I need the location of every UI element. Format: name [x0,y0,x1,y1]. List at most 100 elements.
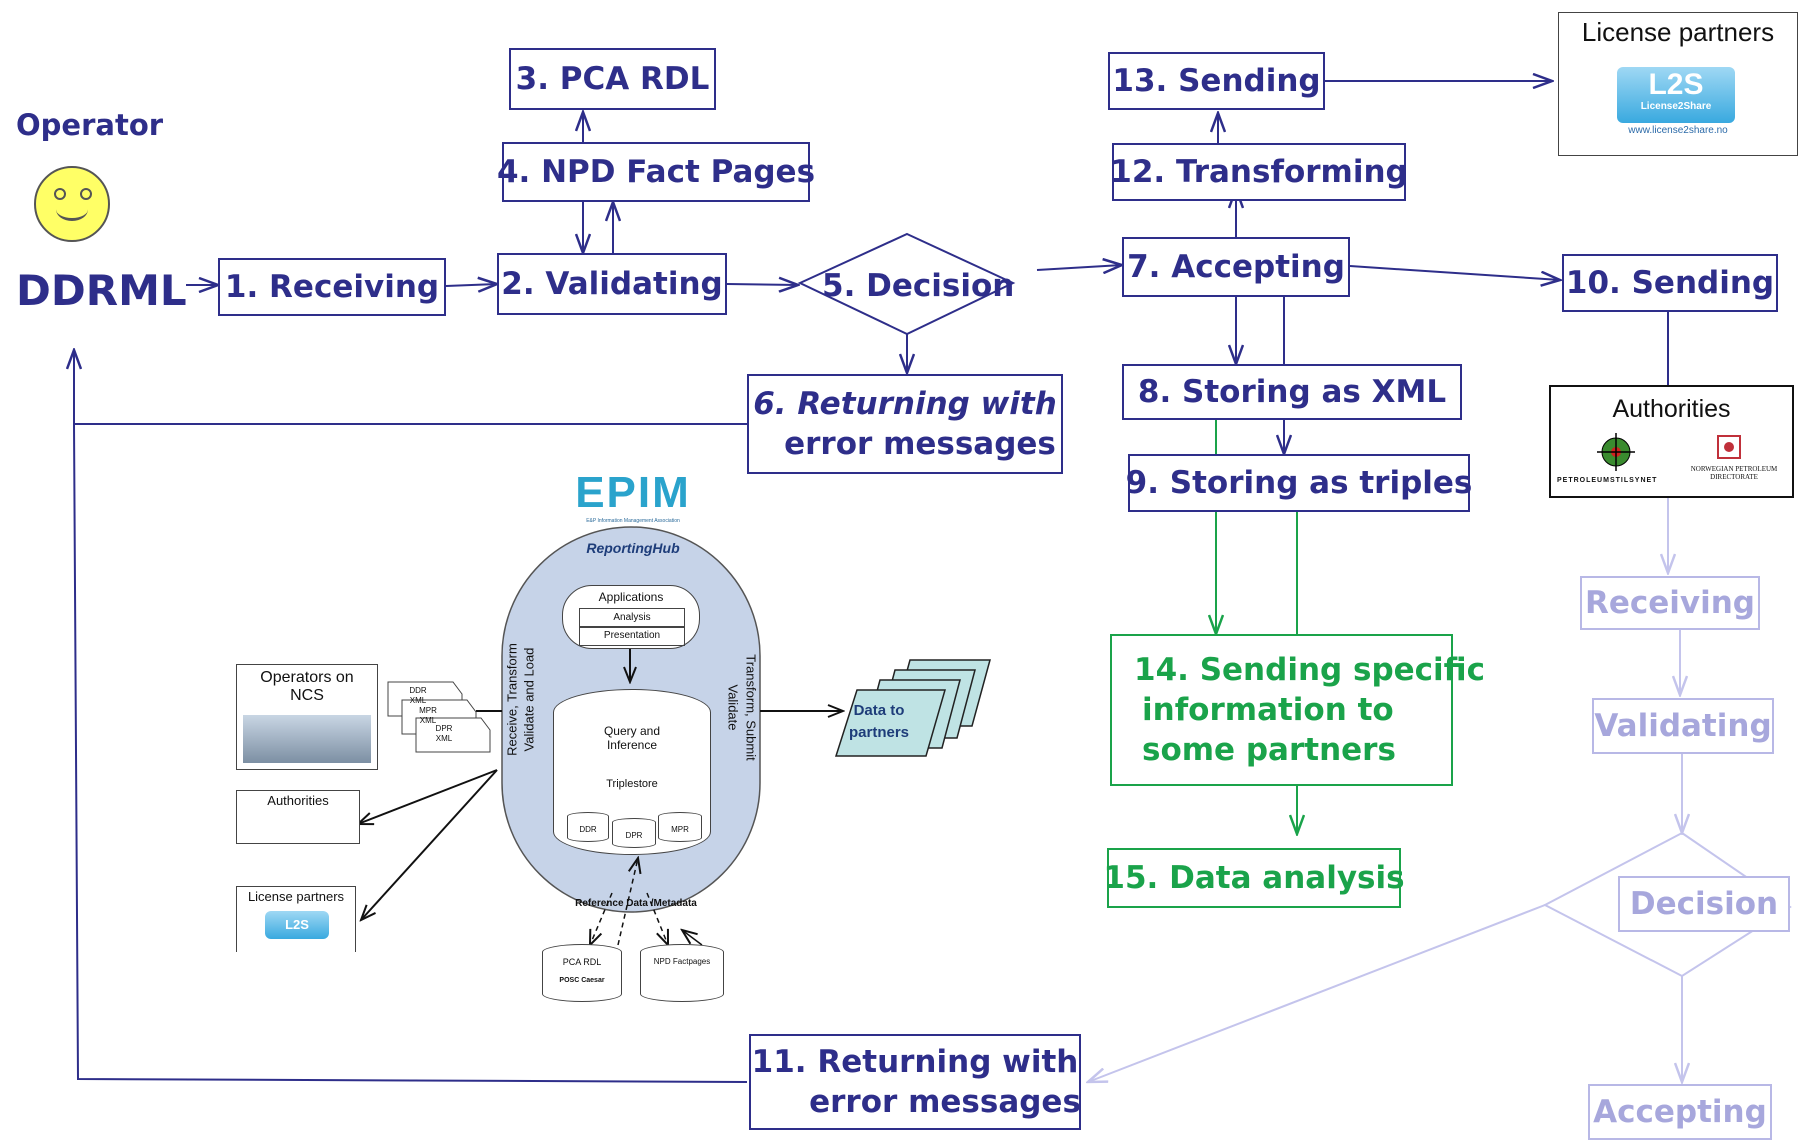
operators-ncs-line1: Operators on [260,669,354,686]
node-sending-specific-line2: information to [1142,691,1394,728]
authorities-title: Authorities [1612,395,1731,423]
doc-ddr-line1: DDR [409,686,427,695]
node-sending-specific: 14. Sending specific information to some… [1110,634,1485,786]
hub-l2s-logo-text: L2S [285,917,309,932]
dpr-store-label: DPR [625,831,643,840]
analysis-box: Analysis [579,608,685,628]
node-sending-specific-line3: some partners [1142,732,1396,769]
faded-accepting: Accepting [1588,1084,1772,1140]
license-partners-url: www.license2share.no [1628,125,1728,136]
edge-accepting-to-sending10 [1349,265,1560,280]
reference-data-label: Reference Data /Metadata [575,898,697,909]
query-inference-line2: Inference [606,738,658,752]
hub-right-vertical-2: Validate [725,684,741,731]
decision-diamond [797,232,1016,336]
presentation-box: Presentation [579,626,685,646]
hub-arrow-ref4 [682,930,703,946]
license2share-logo-sub: License2Share [1640,101,1712,112]
posc-caesar-logo: POSC Caesar [559,977,605,984]
authorities-right-logo: NORWEGIAN PETROLEUM DIRECTORATE [1690,465,1778,481]
node-accepting: 7. Accepting [1122,237,1350,297]
license2share-logo-icon: L2S License2Share [1617,67,1735,123]
edge-decision-to-returning11 [1088,904,1546,1082]
data-to-partners-line1: Data to [853,702,905,719]
authorities-panel: Authorities PETROLEUMSTILSYNET NORWEGIAN… [1549,385,1794,498]
mpr-store-label: MPR [671,825,689,834]
node-receiving: 1. Receiving [218,258,446,316]
hub-arrow-ref1 [590,892,613,945]
authorities-logos [1597,433,1741,471]
pca-rdl-cylinder: PCA RDL POSC Caesar [542,944,622,1002]
oil-platforms-image [243,715,371,763]
node-npd-fact-pages: 4. NPD Fact Pages [497,142,815,202]
edge-returning11-to-ddrml [73,423,748,1083]
data-to-partners-line2: partners [848,724,910,741]
node-storing-triples: 9. Storing as triples [1126,454,1472,512]
reporting-hub-label: ReportingHub [586,540,680,556]
hub-arrow-to-license [361,769,498,920]
authorities-left-logo: PETROLEUMSTILSYNET [1557,477,1658,484]
epim-logo: EPIM [575,468,691,517]
edge-returning-to-ddrml [74,350,747,425]
node-sending-specific-line1: 14. Sending specific [1134,651,1486,688]
npd-factpages-cylinder: NPD Factpages [640,944,724,1002]
edge-receiving-to-validating [445,284,497,286]
operator-label: Operator [16,108,164,142]
node-returning-errors-11-line1: 11. Returning with [751,1043,1079,1080]
license-partners-panel: License partners L2S License2Share www.l… [1558,12,1798,156]
edge-validating-to-decision [726,284,798,285]
hub-left-vertical-1: Receive, Transform [504,643,520,756]
faded-decision: Decision [1618,876,1790,932]
query-inference-line1: Query and [603,724,661,738]
node-returning-errors-line1: 6. Returning with [753,385,1057,422]
hub-l2s-logo-icon: L2S [265,911,329,939]
node-returning-errors: 6. Returning with error messages [747,374,1063,474]
operators-ncs-line2: NCS [290,687,324,704]
epim-subtitle: E&P Information Management Association [586,518,680,524]
license-partners-title: License partners [1581,17,1775,47]
hub-authorities-box: Authorities [236,790,360,844]
doc-ddr-line2: XML [409,696,427,705]
node-storing-xml: 8. Storing as XML [1122,364,1462,420]
faded-validating: Validating [1592,698,1774,754]
node-sending-13: 13. Sending [1108,52,1325,110]
node-transforming: 12. Transforming [1110,143,1408,201]
dpr-store: DPR [612,818,656,848]
operators-ncs-box: Operators on NCS [236,664,378,770]
hub-left-vertical-2: Validate and Load [521,647,537,752]
hub-arrow-to-authorities [358,769,498,824]
triplestore-label: Triplestore [606,778,658,790]
mpr-store: MPR [658,812,702,842]
npd-factpages-cylinder-label: NPD Factpages [653,957,711,966]
faded-receiving: Receiving [1580,576,1760,630]
node-returning-errors-line2: error messages [784,426,1056,462]
edge-decision-to-accepting [1036,265,1122,270]
pca-rdl-cylinder-label: PCA RDL [562,957,602,967]
node-data-analysis: 15. Data analysis [1103,848,1405,908]
doc-dpr-line2: XML [435,734,453,743]
doc-sheet-dpr [415,717,491,753]
hub-arrow-ref2 [646,892,668,945]
ddr-store: DDR [567,812,609,842]
partners-sheet-0 [834,689,946,757]
hub-license-partners-box: License partners L2S [236,886,356,952]
node-sending-10: 10. Sending [1562,254,1778,312]
node-returning-errors-11-line2: error messages [809,1084,1081,1120]
applications-label: Applications [598,590,664,604]
node-validating: 2. Validating [497,253,727,315]
node-decision-label: 5. Decision [822,268,1015,304]
ddrml-label: DDRML [16,266,187,315]
doc-dpr-line1: DPR [435,724,453,733]
hub-arrow-ref3 [617,858,638,946]
ddr-store-label: DDR [579,825,597,834]
doc-mpr-line2: XML [419,716,437,725]
hub-authorities-label: Authorities [267,793,329,808]
doc-mpr-line1: MPR [419,706,437,715]
node-returning-errors-11: 11. Returning with error messages [749,1034,1081,1130]
applications-box: Applications Analysis Presentation [562,585,700,649]
hub-license-partners-label: License partners [247,889,345,904]
hub-right-vertical-1: Transform, Submit [743,654,759,761]
node-pca-rdl: 3. PCA RDL [509,48,716,110]
operator-smiley-icon [34,166,110,242]
